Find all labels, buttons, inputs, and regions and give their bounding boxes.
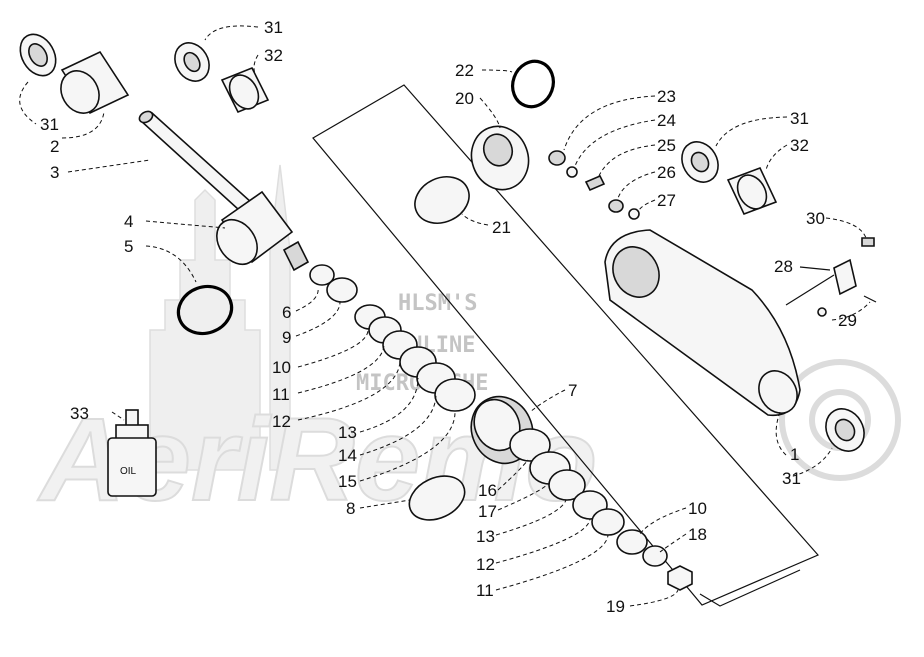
label-31-right-bottom: 31 [782,469,801,488]
label-3: 3 [50,163,59,182]
label-2: 2 [50,137,59,156]
right-group [604,141,877,452]
valve-23 [548,150,566,166]
ring-21 [414,176,470,224]
label-18: 18 [688,525,707,544]
o-ring-22 [511,59,555,109]
nut-19 [667,565,693,591]
watermark-line-1: HLSM'S [398,291,477,316]
ball-27 [628,208,640,220]
cap-20 [470,125,530,191]
label-29: 29 [838,311,857,330]
sleeve-32-top [220,66,270,114]
label-19: 19 [606,597,625,616]
bushing-31-top [174,42,210,82]
oil-container-33: OIL [107,409,157,497]
washer-9 [326,277,358,303]
label-7: 7 [568,381,577,400]
washer-10-lower [616,529,648,555]
label-28: 28 [774,257,793,276]
label-20: 20 [455,89,474,108]
housing-1 [604,229,801,417]
washer-stack-upper [309,264,476,412]
ring-8 [408,475,466,521]
piston-body-4 [216,190,310,272]
label-11-lower: 11 [476,581,494,600]
sleeve-32-right [726,166,778,216]
bushing-31-right-top [681,141,719,183]
washer-18 [642,545,668,567]
washer-11-lower [591,508,625,536]
label-25: 25 [657,136,676,155]
valve-assembly-28 [817,237,877,317]
seat-26 [608,199,624,213]
washer-15 [434,378,476,412]
label-1: 1 [790,445,799,464]
eyelet-2 [60,50,130,115]
label-11-upper: 11 [272,385,290,404]
label-27: 27 [657,191,676,210]
assembly-frame [312,84,819,606]
ball-24 [566,166,578,178]
label-32-right: 32 [790,136,809,155]
label-17: 17 [478,502,497,521]
label-24: 24 [657,111,676,130]
label-26: 26 [657,163,676,182]
washer-13-lower [548,469,586,501]
label-16: 16 [478,481,497,500]
oil-label: OIL [120,466,137,477]
label-32-top: 32 [264,46,283,65]
label-12-upper: 12 [272,412,291,431]
label-14: 14 [338,446,357,465]
label-13-lower: 13 [476,527,495,546]
label-10-upper: 10 [272,358,291,377]
label-31-left: 31 [40,115,59,134]
washer-16 [509,428,551,462]
label-23: 23 [657,87,676,106]
label-22: 22 [455,61,474,80]
valve-group [548,150,640,220]
label-4: 4 [124,212,133,231]
part-labels: 31 32 31 2 3 4 5 6 9 10 11 12 13 14 15 8… [40,18,857,616]
label-5: 5 [124,237,133,256]
label-31-top: 31 [264,18,283,37]
label-15: 15 [338,472,357,491]
bushing-31-left [19,33,57,77]
nut-6 [309,264,335,286]
bushing-31-right-bottom [825,408,865,452]
label-21: 21 [492,218,511,237]
spring-25 [584,174,606,192]
leader-lines [19,25,871,607]
label-10-lower: 10 [688,499,707,518]
label-33: 33 [70,404,89,423]
upper-left-group: OIL [19,33,310,497]
label-8: 8 [346,499,355,518]
o-ring-5 [176,284,234,336]
label-9: 9 [282,328,291,347]
label-12-lower: 12 [476,555,495,574]
label-31-right-top: 31 [790,109,809,128]
label-13-upper: 13 [338,423,357,442]
label-30: 30 [806,209,825,228]
label-6: 6 [282,303,291,322]
